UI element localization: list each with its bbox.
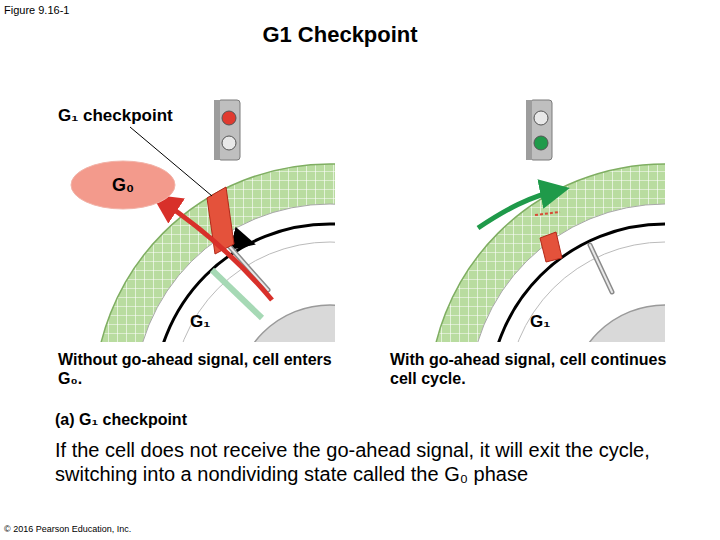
checkpoint-label: G₁ checkpoint xyxy=(58,106,218,126)
clock-hand xyxy=(590,245,612,292)
traffic-light xyxy=(526,100,552,160)
traffic-light-body xyxy=(530,100,552,160)
cell-cycle-wheel xyxy=(430,164,665,342)
red-light-off xyxy=(534,111,548,125)
cycle-band xyxy=(430,164,665,342)
open-barrier xyxy=(540,232,562,262)
title: G1 Checkpoint xyxy=(170,22,510,48)
traffic-light-body xyxy=(218,100,240,160)
track-edge xyxy=(172,242,335,342)
track-edge xyxy=(507,242,665,342)
barrier-outline xyxy=(535,212,560,215)
track-line xyxy=(154,224,335,342)
traffic-light-side xyxy=(526,100,532,160)
hub xyxy=(570,305,665,342)
phase-name: G₀ xyxy=(112,175,134,196)
traffic-light xyxy=(214,100,240,160)
oval-content: G₀ xyxy=(70,160,176,210)
copyright-note: © 2016 Pearson Education, Inc. xyxy=(4,524,224,535)
clock-hand-highlight xyxy=(590,245,612,292)
exit-arrow xyxy=(160,200,272,300)
green-light-off xyxy=(222,136,236,150)
cycle-track xyxy=(134,204,335,342)
track-line xyxy=(489,224,665,342)
traffic-light-side xyxy=(214,100,220,160)
phase-label: G₁ xyxy=(530,312,570,332)
description: Without go-ahead signal, cell enters G₀. xyxy=(58,350,358,388)
phase-oval: G₀ xyxy=(70,160,176,210)
cell-cycle-wheel xyxy=(95,164,335,342)
red-light xyxy=(222,111,236,125)
continue-arrow xyxy=(478,190,560,228)
description: With go-ahead signal, cell continues cel… xyxy=(390,350,680,388)
cycle-track xyxy=(469,204,665,342)
green-light xyxy=(534,136,548,150)
phase-label: G₁ xyxy=(190,312,230,332)
figure-number: Figure 9.16-1 xyxy=(4,4,154,17)
caption: If the cell does not receive the go-ahea… xyxy=(55,438,665,486)
oval-shape xyxy=(71,161,175,209)
panel-label: (a) G₁ checkpoint xyxy=(55,410,315,429)
cycle-band xyxy=(95,164,335,342)
